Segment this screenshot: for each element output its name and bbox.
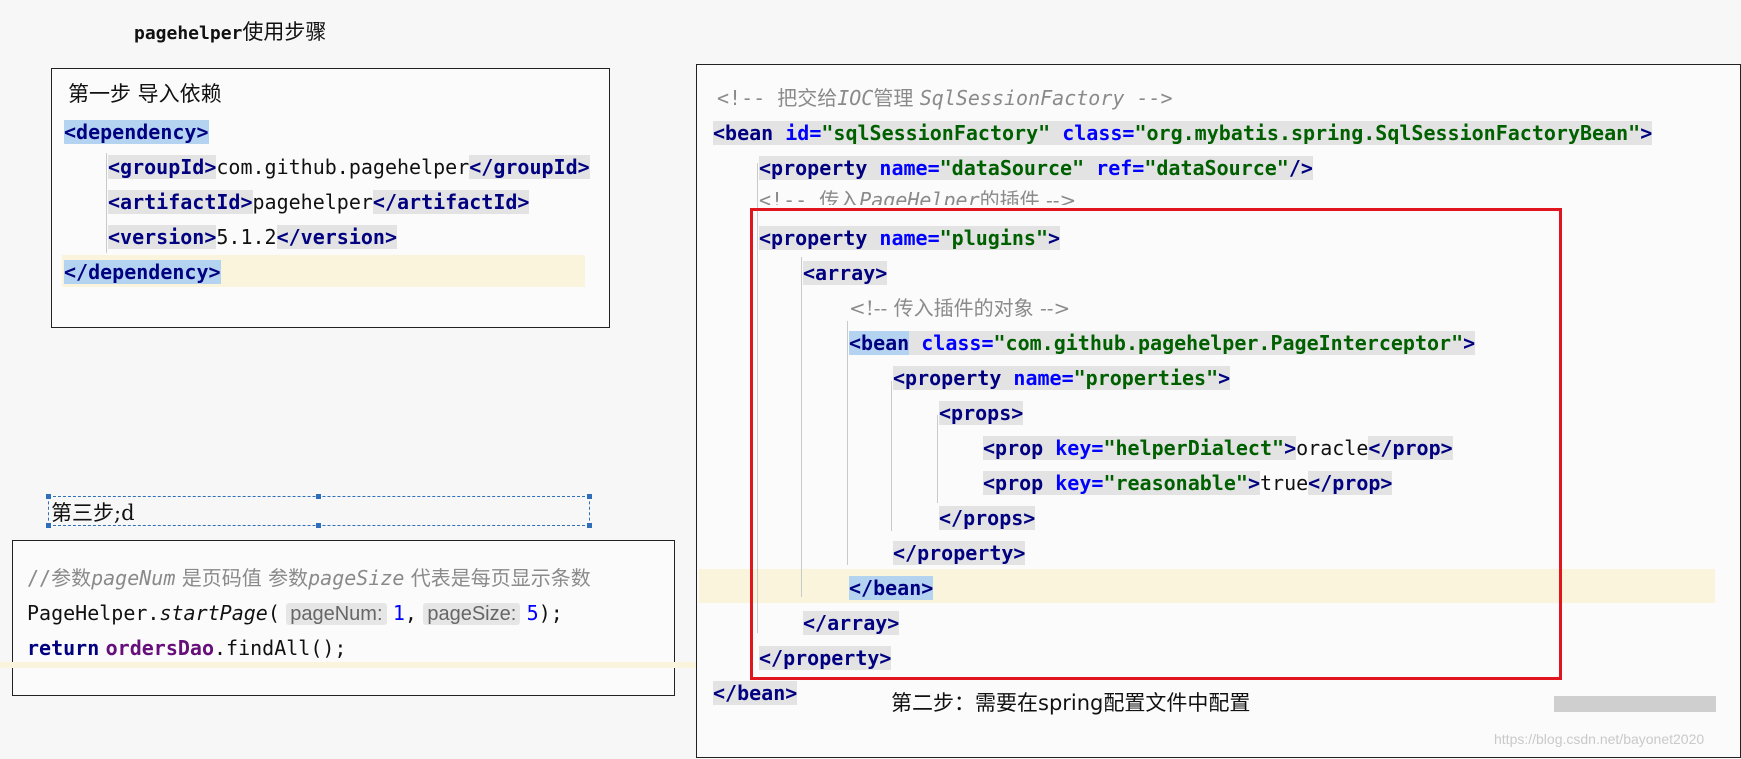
code-line: </property> (893, 541, 1026, 565)
code-line: </bean> (849, 576, 934, 600)
code-line: <property name="dataSource" ref="dataSou… (759, 156, 1313, 180)
code-line: <property name="plugins"> (759, 226, 1061, 250)
code-line: </property> (759, 646, 892, 670)
step2-panel: <!-- 把交给IOC管理 SqlSessionFactory --> <bea… (696, 64, 1741, 758)
code-line: </props> (939, 506, 1036, 530)
code-line: <groupId>com.github.pagehelper</groupId> (108, 155, 590, 179)
code-comment: <!-- 把交给IOC管理 SqlSessionFactory --> (717, 86, 1173, 110)
scroll-hint (1554, 696, 1716, 712)
step1-heading: 第一步 导入依赖 (68, 82, 222, 106)
code-comment: <!-- 传入插件的对象 --> (849, 296, 1071, 320)
code-line: PageHelper.startPage( pageNum: 1, pageSi… (27, 601, 563, 625)
step3-panel: //参数pageNum 是页码值 参数pageSize 代表是每页显示条数 Pa… (12, 540, 675, 696)
page-title: pagehelper使用步骤 (134, 20, 327, 44)
code-line: <bean class="com.github.pagehelper.PageI… (849, 331, 1476, 355)
code-comment: <!-- 传入PageHelper的插件 --> (759, 188, 1077, 205)
step3-label: 第三步;d (51, 501, 135, 525)
code-line: <array> (803, 261, 888, 285)
watermark: https://blog.csdn.net/bayonet2020 (1494, 731, 1705, 747)
code-line: <prop key="helperDialect">oracle</prop> (983, 436, 1453, 460)
code-line: <artifactId>pagehelper</artifactId> (108, 190, 530, 214)
code-line: <dependency> (64, 120, 209, 144)
step3-label-box[interactable]: 第三步;d (46, 494, 592, 528)
code-line: </dependency> (64, 260, 221, 284)
code-line: <prop key="reasonable">true</prop> (983, 471, 1393, 495)
code-line: </array> (803, 611, 900, 635)
code-line: <bean id="sqlSessionFactory" class="org.… (713, 121, 1653, 145)
highlight-box (750, 208, 1562, 680)
code-line: <props> (939, 401, 1024, 425)
code-line: return ordersDao.findAll(); (27, 636, 347, 660)
code-line: <property name="properties"> (893, 366, 1231, 390)
step1-panel: 第一步 导入依赖 <dependency> <groupId>com.githu… (51, 68, 610, 328)
code-line: </bean> (713, 681, 798, 705)
code-comment: //参数pageNum 是页码值 参数pageSize 代表是每页显示条数 (27, 566, 591, 590)
code-line: <version>5.1.2</version> (108, 225, 398, 249)
step2-caption: 第二步：需要在spring配置文件中配置 (891, 691, 1251, 715)
